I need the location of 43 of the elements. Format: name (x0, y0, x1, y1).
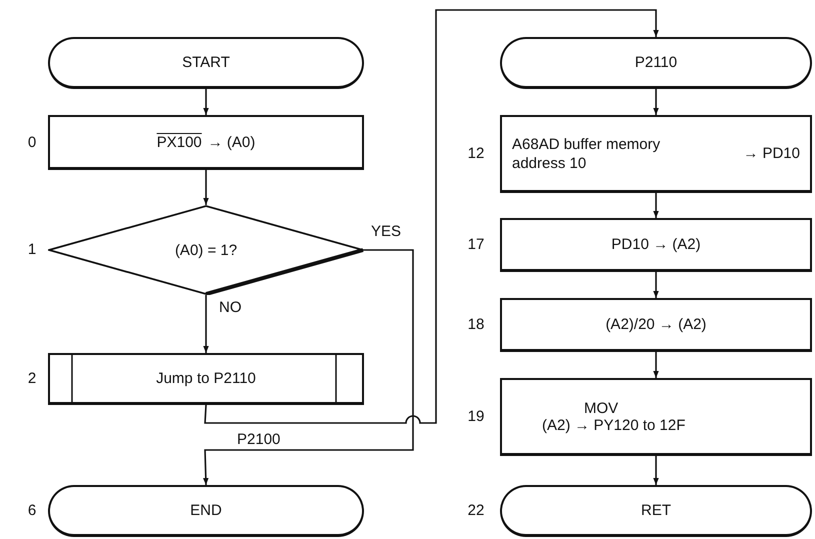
arrow (653, 352, 659, 378)
arrow (203, 295, 209, 353)
step-text: END (190, 502, 222, 519)
step-text: P2110 (634, 54, 678, 71)
arrow (203, 170, 209, 205)
step-text: START (182, 54, 230, 71)
condition-text: (A0) = 1? (174, 242, 238, 258)
decision-diamond (48, 205, 364, 295)
step-text: A68AD buffer memory address 10 (512, 134, 662, 172)
step-text: (A2)/20 → (A2) (606, 316, 706, 333)
step-number: 19 (466, 408, 486, 425)
step-text: (A2) → PY120 to 12F (542, 416, 686, 434)
terminal-box (48, 37, 364, 89)
process-box (48, 115, 364, 170)
process-box (500, 298, 812, 352)
arrow (203, 89, 209, 115)
step-number: 12 (466, 145, 486, 162)
arrow (653, 456, 659, 485)
step-text: PX100 (156, 134, 202, 150)
terminal-box (48, 485, 364, 537)
step-number: 2 (26, 370, 38, 387)
arrow (653, 272, 659, 298)
arrow (653, 193, 659, 218)
process-box (500, 218, 812, 272)
step-text: MOV (584, 400, 618, 416)
terminal-box (500, 485, 812, 537)
process-box (500, 115, 812, 193)
process-box (500, 378, 812, 456)
step-number: 1 (26, 241, 38, 258)
step-text: → PD10 (743, 145, 800, 162)
step-number: 17 (466, 236, 486, 253)
subroutine-box (48, 353, 364, 405)
step-number: 22 (466, 502, 486, 519)
step-text: PD10 → (A2) (611, 236, 701, 253)
step-number: 0 (26, 134, 38, 150)
arrow (203, 249, 414, 486)
step-text: RET (641, 502, 671, 519)
arrow (653, 89, 659, 115)
step-text: → (A0) (208, 134, 256, 150)
step-number: 6 (26, 502, 38, 519)
step-text: Jump to P2110 (156, 370, 256, 387)
step-number: 18 (466, 316, 486, 333)
terminal-box (500, 37, 812, 89)
